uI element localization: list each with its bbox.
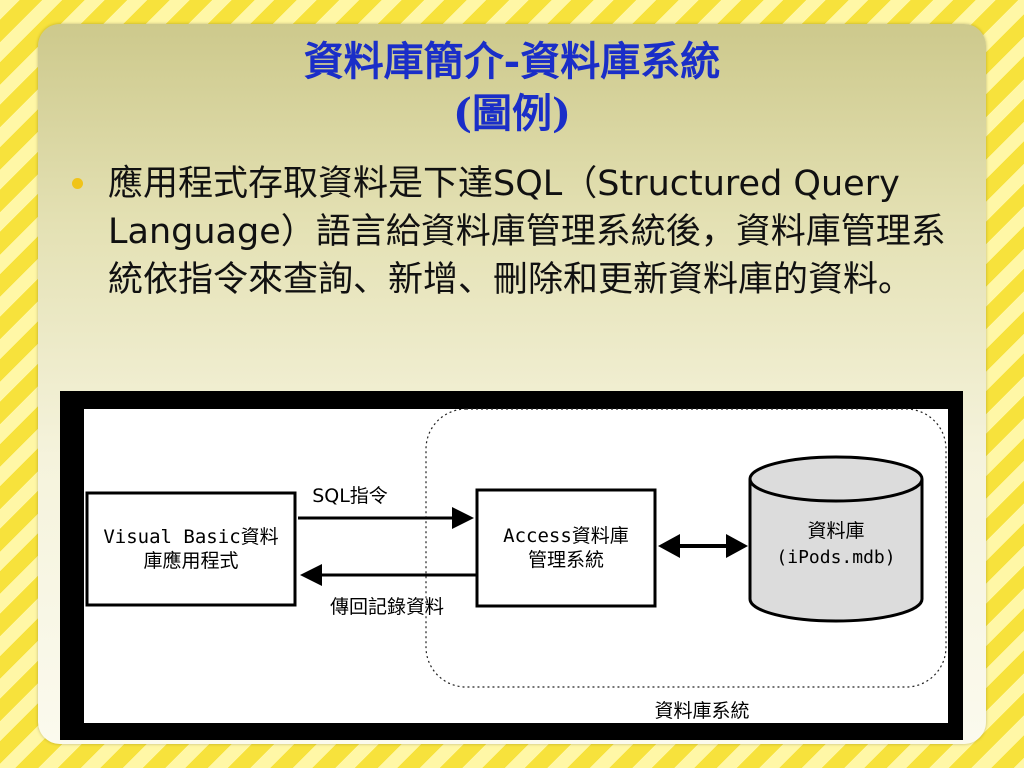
return-arrow-head	[300, 564, 322, 586]
bullet-dot-icon	[72, 178, 83, 189]
access-line-1: Access資料庫	[503, 525, 629, 547]
slide-title: 資料庫簡介-資料庫系統 (圖例)	[38, 36, 986, 140]
access-dbms-box	[475, 488, 657, 608]
double-arrow-right-head	[726, 534, 748, 558]
return-records-label: 傳回記錄資料	[330, 596, 444, 618]
sql-arrow-head	[452, 507, 474, 529]
sql-command-label: SQL指令	[312, 485, 388, 507]
database-cylinder-top	[748, 455, 924, 503]
database-line-2: (iPods.mdb)	[776, 547, 895, 568]
access-line-2: 管理系統	[528, 549, 604, 571]
title-line-2: (圖例)	[453, 90, 571, 137]
vb-app-line-1: Visual Basic資料	[103, 526, 278, 548]
system-boundary	[425, 408, 947, 688]
title-line-1: 資料庫簡介-資料庫系統	[303, 38, 721, 85]
double-arrow-left-head	[658, 534, 680, 558]
database-system-diagram: Visual Basic資料 庫應用程式 Access資料庫 管理系統 SQL指…	[60, 391, 963, 740]
diagram-canvas: Visual Basic資料 庫應用程式 Access資料庫 管理系統 SQL指…	[84, 408, 948, 723]
bullet-text: 應用程式存取資料是下達SQL（Structured Query Language…	[108, 164, 946, 300]
system-label: 資料庫系統	[654, 700, 749, 722]
vb-app-line-2: 庫應用程式	[143, 549, 238, 572]
database-line-1: 資料庫	[807, 520, 864, 542]
database-cylinder-body	[748, 479, 924, 623]
vb-app-box	[85, 491, 297, 607]
